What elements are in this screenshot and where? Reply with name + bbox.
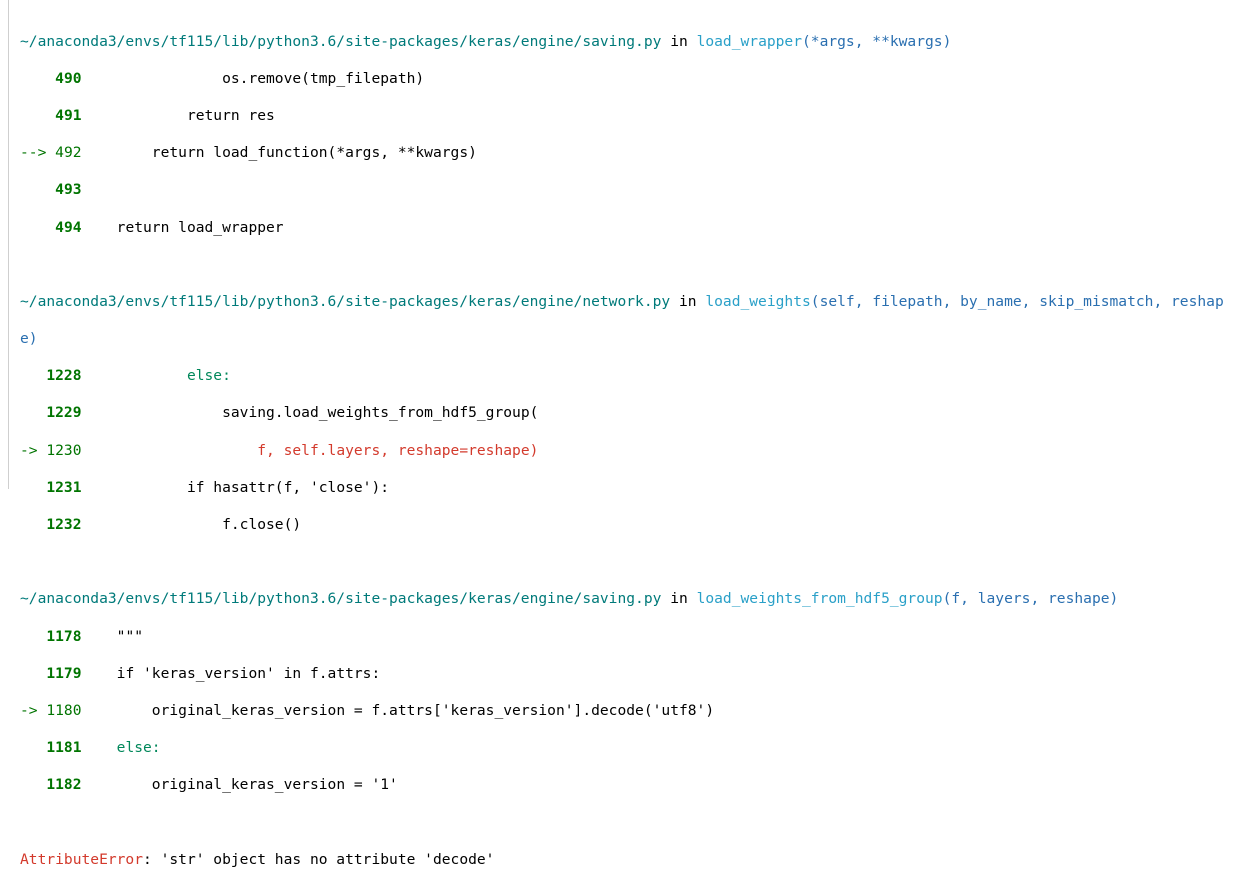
error-line: AttributeError: 'str' object has no attr… <box>20 851 1242 870</box>
line-marker <box>20 776 46 793</box>
line-marker-arrow: --> <box>20 144 56 162</box>
line-code: f.close() <box>81 516 302 534</box>
frame-3-header: ~/anaconda3/envs/tf115/lib/python3.6/sit… <box>20 590 1242 609</box>
frame-1-header: ~/anaconda3/envs/tf115/lib/python3.6/sit… <box>20 33 1242 52</box>
line-code: original_keras_version = f.attrs['keras_… <box>81 701 715 719</box>
line-code: os.remove(tmp_filepath) <box>81 69 425 87</box>
frame-1-in: in <box>661 32 697 50</box>
line-code: original_keras_version = '1' <box>81 776 398 794</box>
line-code: return load_wrapper <box>81 218 284 236</box>
frame-2-header-wrap: e) <box>20 330 1242 349</box>
frame-2-line-1232: 1232 f.close() <box>20 516 1242 535</box>
frame-3-path: ~/anaconda3/envs/tf115/lib/python3.6/sit… <box>20 590 662 608</box>
frame-1-args: (*args, **kwargs) <box>802 32 952 50</box>
line-marker <box>20 107 55 124</box>
line-marker-arrow: -> <box>20 441 47 459</box>
line-number: 1229 <box>46 404 82 422</box>
line-marker-arrow: -> <box>20 701 47 719</box>
line-code: else: <box>81 367 231 385</box>
frame-1-path: ~/anaconda3/envs/tf115/lib/python3.6/sit… <box>20 32 662 50</box>
frame-2-line-1229: 1229 saving.load_weights_from_hdf5_group… <box>20 404 1242 423</box>
frame-1-line-491: 491 return res <box>20 107 1242 126</box>
line-number: 1232 <box>46 516 82 534</box>
line-number: 494 <box>55 218 82 236</box>
frame-2-line-1231: 1231 if hasattr(f, 'close'): <box>20 479 1242 498</box>
frame-3-function: load_weights_from_hdf5_group <box>696 590 943 608</box>
frame-3-line-1181: 1181 else: <box>20 739 1242 758</box>
frame-gap <box>20 256 1242 275</box>
line-marker <box>20 181 55 198</box>
line-code: f, self.layers, reshape=reshape) <box>81 441 539 459</box>
frame-gap <box>20 814 1242 833</box>
error-type: AttributeError <box>20 850 144 868</box>
line-code: return res <box>81 106 275 124</box>
line-code: else: <box>81 739 161 757</box>
line-number: 1231 <box>46 478 82 496</box>
line-number: 1182 <box>46 776 82 794</box>
line-number: 1180 <box>46 701 82 719</box>
frame-3-line-1180: -> 1180 original_keras_version = f.attrs… <box>20 702 1242 721</box>
line-number: 1230 <box>46 441 82 459</box>
frame-2-path: ~/anaconda3/envs/tf115/lib/python3.6/sit… <box>20 292 671 310</box>
frame-1-line-492: --> 492 return load_function(*args, **kw… <box>20 144 1242 163</box>
frame-gap <box>20 553 1242 572</box>
line-number: 490 <box>55 69 82 87</box>
line-marker <box>20 367 46 384</box>
frame-3-line-1179: 1179 if 'keras_version' in f.attrs: <box>20 665 1242 684</box>
line-marker <box>20 628 46 645</box>
line-marker <box>20 70 55 87</box>
line-number: 1228 <box>46 367 82 385</box>
line-code: """ <box>81 627 144 645</box>
line-marker <box>20 219 55 236</box>
line-code: if 'keras_version' in f.attrs: <box>81 664 381 682</box>
frame-1-line-494: 494 return load_wrapper <box>20 219 1242 238</box>
line-code: return load_function(*args, **kwargs) <box>81 144 477 162</box>
line-code: if hasattr(f, 'close'): <box>81 478 390 496</box>
error-message: : 'str' object has no attribute 'decode' <box>143 850 495 868</box>
line-code: saving.load_weights_from_hdf5_group( <box>81 404 539 422</box>
frame-2-args: (self, filepath, by_name, skip_mismatch,… <box>810 292 1224 310</box>
line-marker <box>20 665 46 682</box>
frame-2-function: load_weights <box>705 292 811 310</box>
traceback-output: ~/anaconda3/envs/tf115/lib/python3.6/sit… <box>8 0 1242 868</box>
frame-2-args-wrap: e) <box>20 330 38 348</box>
frame-2-header: ~/anaconda3/envs/tf115/lib/python3.6/sit… <box>20 293 1242 312</box>
frame-2-line-1228: 1228 else: <box>20 367 1242 386</box>
frame-3-args: (f, layers, reshape) <box>942 590 1119 608</box>
frame-2-in: in <box>670 292 706 310</box>
frame-3-line-1182: 1182 original_keras_version = '1' <box>20 776 1242 795</box>
frame-3-in: in <box>661 590 697 608</box>
line-marker <box>20 516 46 533</box>
line-marker <box>20 479 46 496</box>
line-number: 1181 <box>46 739 82 757</box>
line-number: 1179 <box>46 664 82 682</box>
line-number: 1178 <box>46 627 82 645</box>
line-number: 491 <box>55 106 82 124</box>
line-number: 493 <box>55 181 82 199</box>
frame-2-line-1230: -> 1230 f, self.layers, reshape=reshape) <box>20 442 1242 461</box>
frame-1-function: load_wrapper <box>696 32 802 50</box>
frame-1-line-490: 490 os.remove(tmp_filepath) <box>20 70 1242 89</box>
line-number: 492 <box>55 144 82 162</box>
line-marker <box>20 404 46 421</box>
line-marker <box>20 739 46 756</box>
frame-1-line-493: 493 <box>20 181 1242 200</box>
frame-3-line-1178: 1178 """ <box>20 628 1242 647</box>
